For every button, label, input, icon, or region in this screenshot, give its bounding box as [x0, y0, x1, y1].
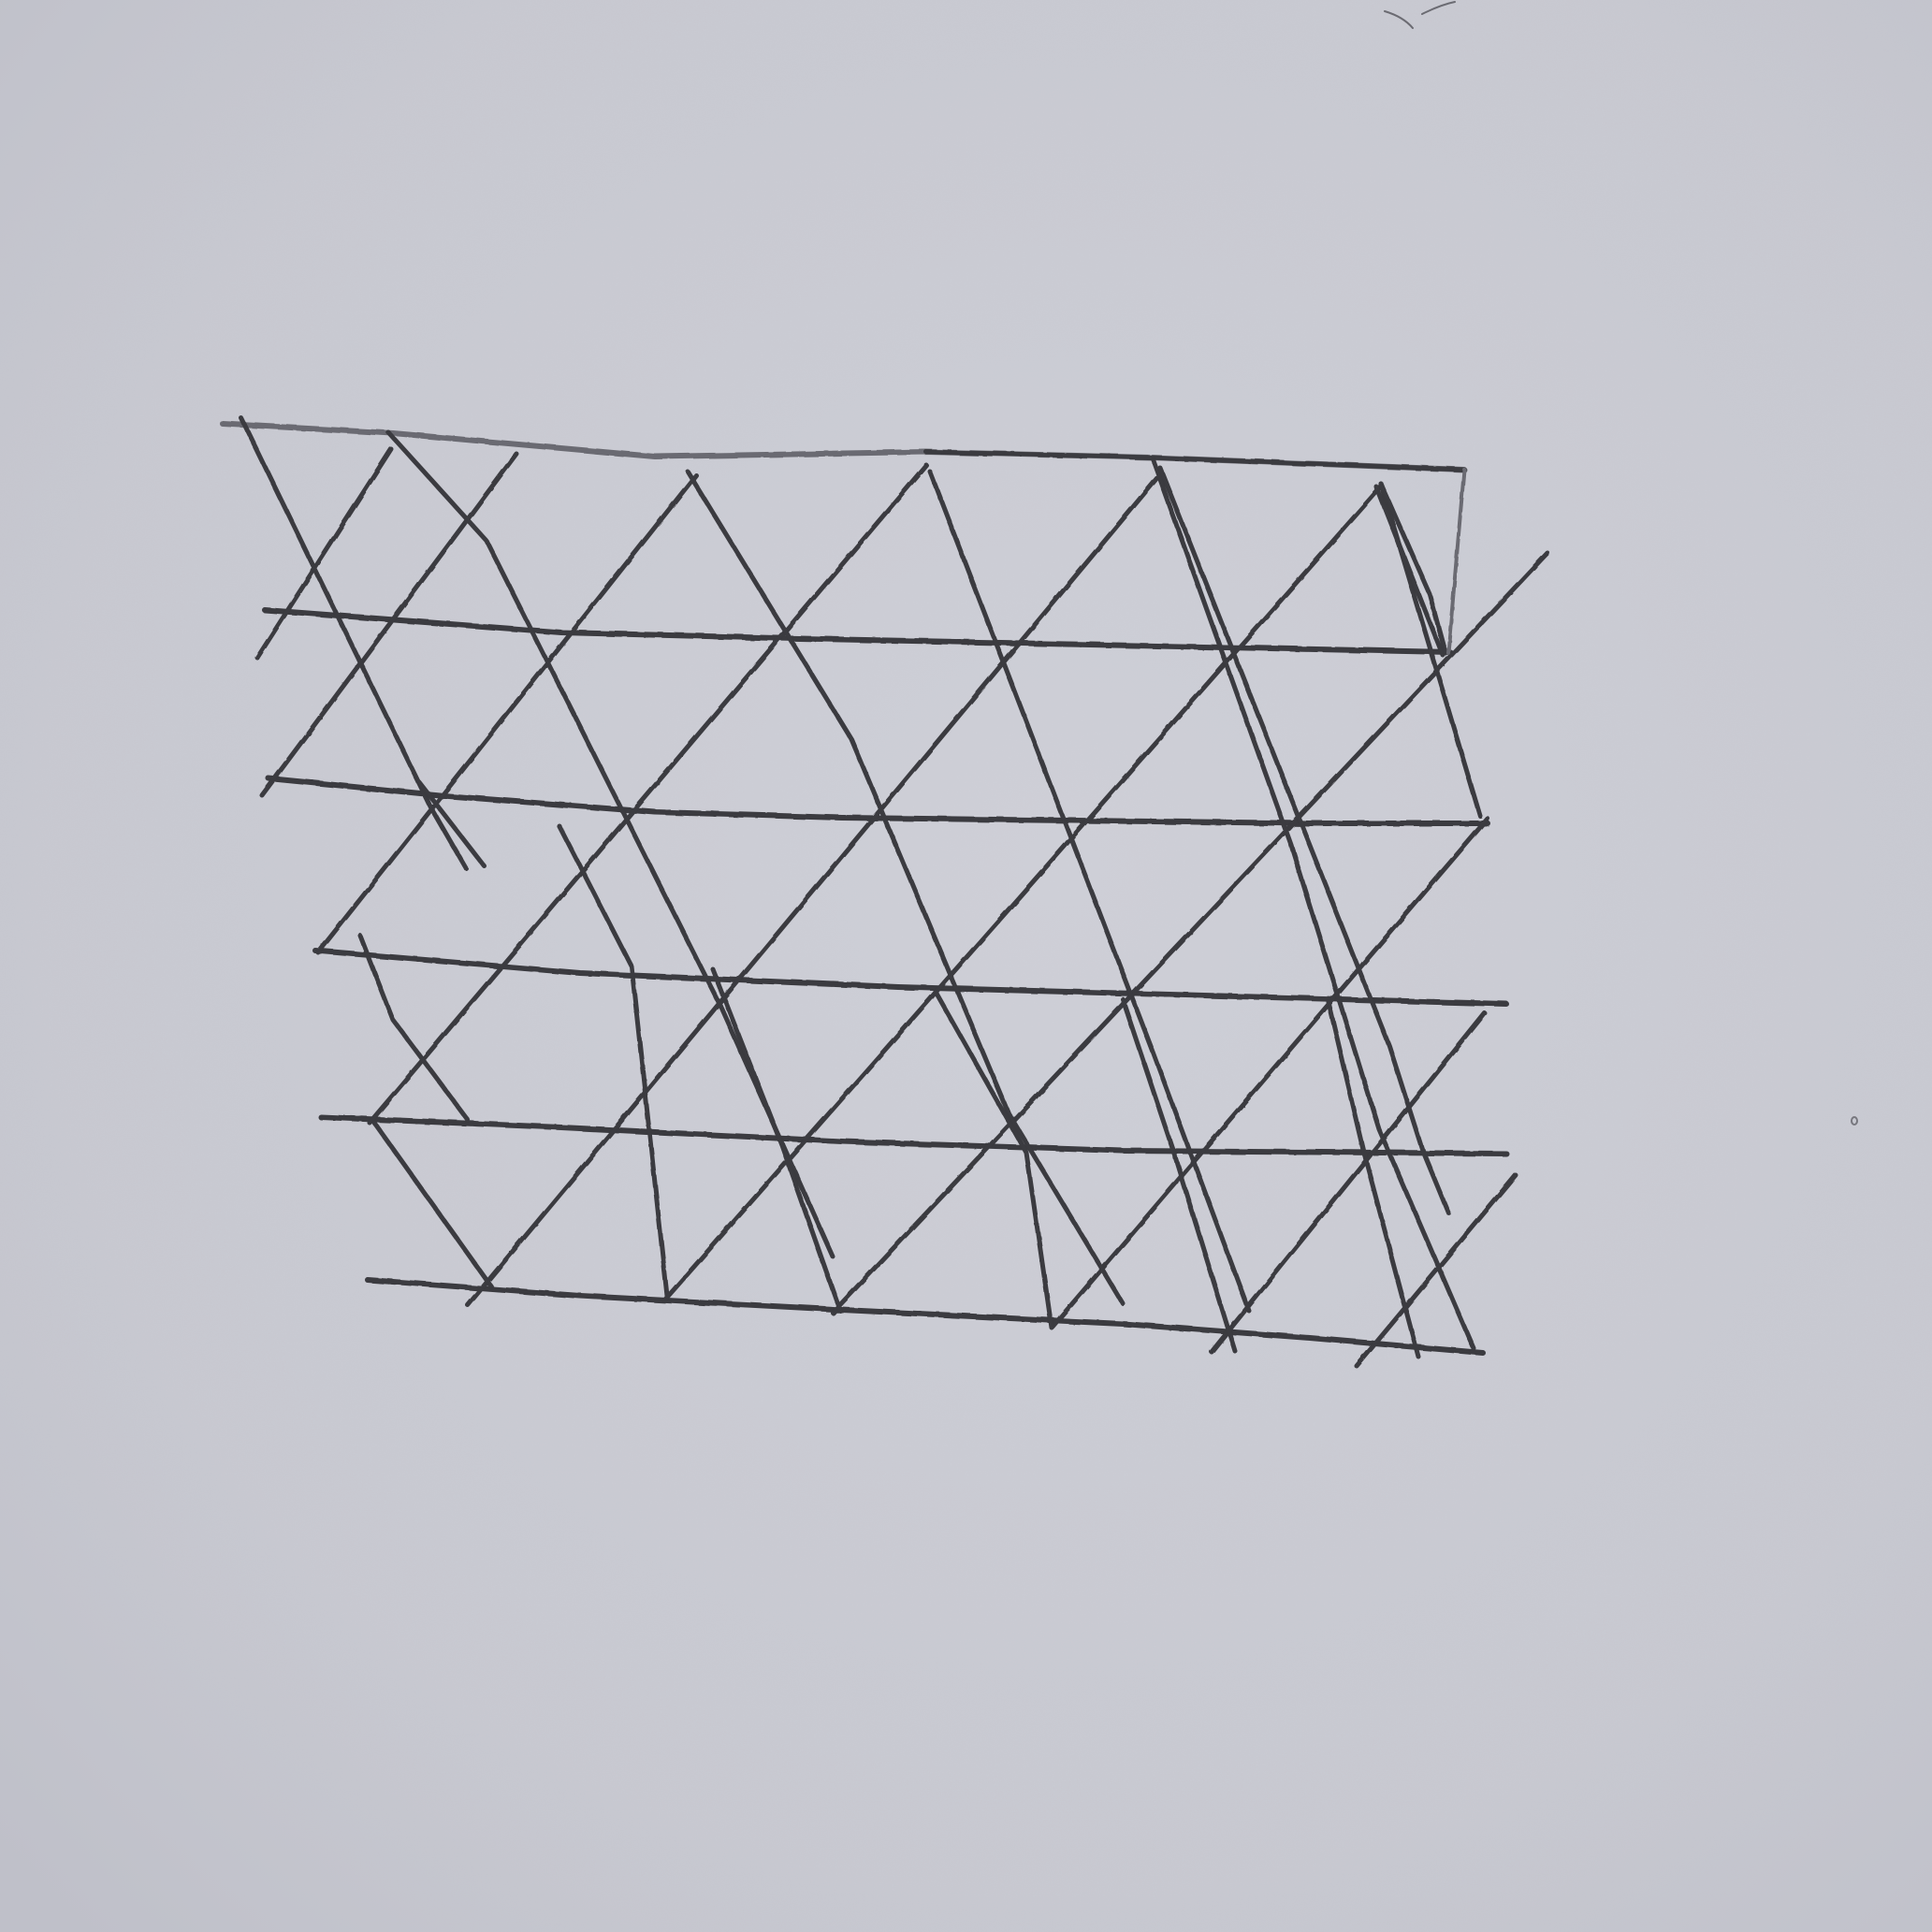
backward-diagonal-3	[416, 779, 487, 868]
lower-backward-diagonal-7	[1326, 999, 1421, 1359]
lower-backward-diagonal-6	[1120, 996, 1238, 1354]
stray-dot-right	[1851, 1116, 1858, 1126]
lower-backward-diagonal-1	[357, 933, 471, 1123]
stray-mark-top-right	[1384, 1, 1456, 29]
forward-diagonal-10	[1354, 1172, 1518, 1369]
backward-diagonal-9	[1373, 484, 1445, 658]
horizontal-line-5	[318, 1114, 1509, 1156]
forward-diagonal-5	[465, 472, 1163, 1308]
triangle-grid-sketch	[220, 415, 1550, 1369]
forward-diagonal-2	[259, 451, 519, 798]
right-edge-connector	[1446, 468, 1466, 655]
forward-diagonal-1	[254, 446, 394, 661]
backward-diagonal-1	[239, 415, 469, 871]
forward-diagonal-7	[830, 550, 1550, 1315]
horizontal-line-3	[266, 776, 1490, 826]
horizontal-line-6	[365, 1277, 1486, 1356]
forward-diagonal-8	[1050, 816, 1490, 1329]
backward-diagonal-4	[685, 469, 1126, 1306]
forward-diagonal-3	[315, 472, 699, 955]
lower-backward-diagonal-3	[557, 823, 670, 1299]
backward-diagonal-5	[927, 469, 1252, 1314]
backward-diagonal-6	[1150, 456, 1476, 1351]
horizontal-line-2	[262, 607, 1453, 655]
backward-diagonal-8	[1157, 465, 1451, 1215]
right-triangle-edge	[1378, 481, 1448, 656]
forward-diagonal-6	[661, 483, 1385, 1303]
forward-diagonal-4	[367, 462, 929, 1126]
lower-backward-diagonal-5	[933, 989, 1054, 1330]
horizontal-line-4	[312, 948, 1509, 1007]
lower-backward-diagonal-4	[710, 966, 843, 1314]
forward-diagonal-9	[1209, 1010, 1488, 1355]
lower-backward-diagonal-2	[371, 1120, 494, 1289]
